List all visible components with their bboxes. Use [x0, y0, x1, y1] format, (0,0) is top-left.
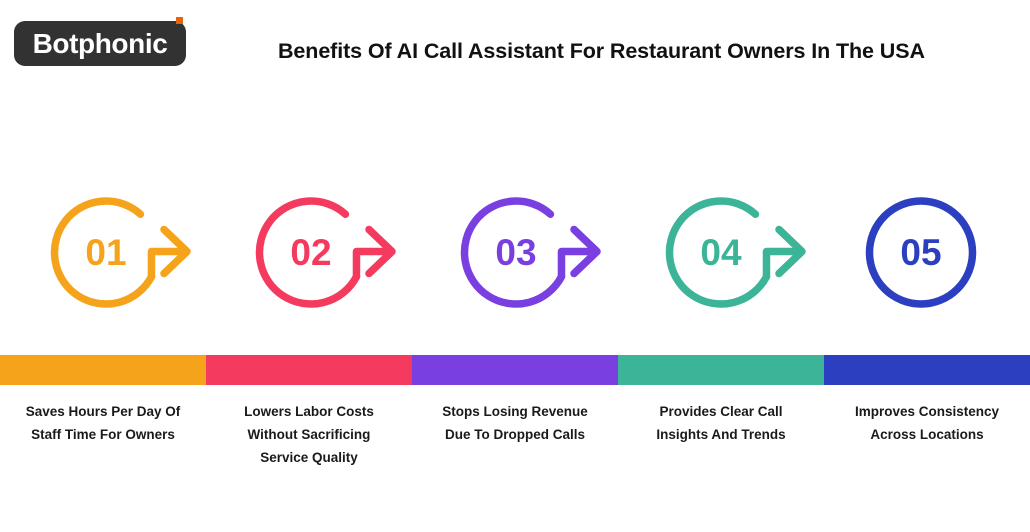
color-bar-segment	[412, 355, 618, 385]
step-05: 05	[862, 185, 1030, 320]
step-04: 04	[662, 185, 867, 320]
step-caption: Provides Clear Call Insights And Trends	[656, 404, 787, 443]
step-number-label: 05	[900, 232, 942, 273]
logo-accent-dot-icon	[176, 17, 183, 24]
step-ring-open	[255, 197, 361, 308]
logo-wordmark: Botphonic	[32, 27, 168, 59]
step-ring-closed	[865, 197, 977, 308]
steps-row: 01 02 03 04 05	[0, 185, 1030, 320]
step-arrow-head-icon	[365, 225, 396, 278]
step-arrow-shaft	[147, 247, 190, 281]
step-number-label: 04	[700, 232, 742, 273]
logo: Botphonic	[14, 17, 186, 66]
step-01: 01	[47, 185, 252, 320]
step-arrow-head-icon	[570, 225, 601, 278]
step-number-label: 01	[85, 232, 127, 273]
step-02: 02	[252, 185, 457, 320]
color-bar-segment	[824, 355, 1030, 385]
color-bar	[0, 355, 1030, 385]
step-arrow-shaft	[557, 247, 600, 281]
step-03: 03	[457, 185, 662, 320]
step-ring-graphic	[50, 197, 191, 308]
color-bar-segment	[206, 355, 412, 385]
step-ring-open	[665, 197, 771, 308]
step-arrow-head-icon	[775, 225, 806, 278]
step-ring-graphic	[865, 197, 977, 308]
step-arrow-shaft	[352, 247, 395, 281]
step-arrow-head-icon	[160, 225, 191, 278]
step-captions: Saves Hours Per Day Of Staff Time For Ow…	[0, 400, 1030, 500]
step-caption: Improves Consistency Across Locations	[854, 404, 1003, 443]
step-caption: Saves Hours Per Day Of Staff Time For Ow…	[25, 404, 185, 443]
color-bar-segment	[0, 355, 206, 385]
step-number-label: 02	[290, 232, 332, 273]
step-caption: Lowers Labor Costs Without Sacrificing S…	[244, 404, 378, 466]
step-number-label: 03	[495, 232, 537, 273]
page-title: Benefits Of AI Call Assistant For Restau…	[278, 39, 925, 64]
color-bar-segment	[618, 355, 824, 385]
step-ring-open	[50, 197, 156, 308]
step-arrow-shaft	[762, 247, 805, 281]
header: Botphonic Benefits Of AI Call Assistant …	[0, 0, 1030, 110]
step-ring-graphic	[460, 197, 601, 308]
step-ring-graphic	[255, 197, 396, 308]
step-caption: Stops Losing Revenue Due To Dropped Call…	[442, 404, 596, 443]
step-ring-open	[460, 197, 566, 308]
step-ring-graphic	[665, 197, 806, 308]
